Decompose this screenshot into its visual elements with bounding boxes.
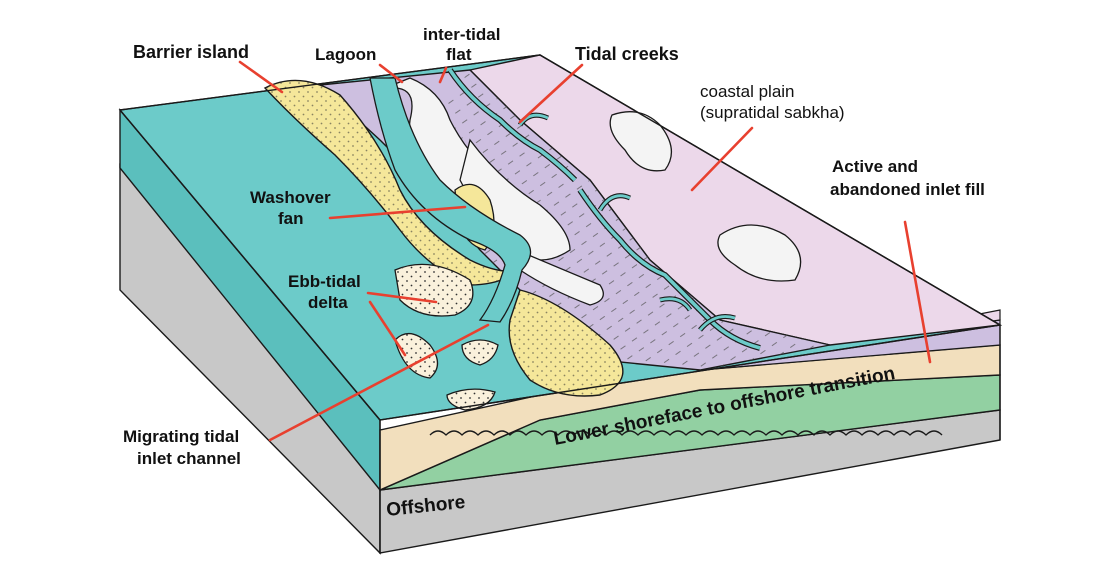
white-flat-lower bbox=[503, 243, 604, 306]
leader-barrier-island bbox=[238, 60, 284, 94]
wavy-strata-boundary bbox=[429, 430, 943, 436]
label-inlet-fill-line2: abandoned inlet fill bbox=[830, 180, 985, 199]
leader-migrating-channel bbox=[268, 323, 490, 442]
label-washover-line1: Washover bbox=[250, 188, 331, 207]
leader-washover-fan bbox=[328, 205, 467, 220]
tidal-creek-3-fill bbox=[518, 113, 736, 331]
leader-ebb-delta-b bbox=[368, 300, 407, 357]
label-migrating-line1: Migrating tidal bbox=[123, 427, 239, 446]
label-coastal-plain-line2: (supratidal sabkha) bbox=[700, 103, 845, 122]
label-intertidal-line1: inter-tidal bbox=[423, 25, 500, 44]
label-migrating-line2: inlet channel bbox=[137, 449, 241, 468]
label-barrier-island: Barrier island bbox=[133, 42, 249, 62]
leader-inlet-fill bbox=[903, 220, 932, 364]
label-washover-line2: fan bbox=[278, 209, 304, 228]
intertidal-dash-pattern bbox=[440, 70, 830, 370]
label-coastal-plain-line1: coastal plain bbox=[700, 82, 795, 101]
ebb-tidal-delta-lobe-2-dots bbox=[462, 340, 498, 365]
tidal-creek-1-fill bbox=[448, 69, 577, 182]
tidal-inlet-channel bbox=[369, 77, 532, 323]
leader-lagoon bbox=[378, 63, 404, 84]
ebb-tidal-delta-main-dots bbox=[395, 264, 473, 316]
label-tidal-creeks: Tidal creeks bbox=[575, 44, 679, 64]
label-lagoon: Lagoon bbox=[315, 45, 376, 64]
leader-intertidal-flat bbox=[438, 66, 448, 84]
label-ebb-line1: Ebb-tidal bbox=[288, 272, 361, 291]
barrier-island-upper-dots bbox=[265, 80, 520, 285]
leader-ebb-delta-a bbox=[366, 291, 438, 304]
leader-coastal-plain bbox=[690, 126, 754, 192]
label-inlet-fill-line1: Active and bbox=[832, 157, 918, 176]
tidal-creek-2-fill bbox=[578, 189, 761, 350]
barrier-island-lower-dots bbox=[509, 290, 623, 396]
label-intertidal-line2: flat bbox=[446, 45, 472, 64]
sabkha-patch-lower bbox=[717, 224, 802, 282]
leader-tidal-creeks bbox=[518, 63, 584, 124]
sabkha-patch-upper bbox=[609, 111, 672, 172]
label-ebb-line2: delta bbox=[308, 293, 348, 312]
ebb-tidal-delta-lobe-1-dots bbox=[395, 333, 438, 378]
